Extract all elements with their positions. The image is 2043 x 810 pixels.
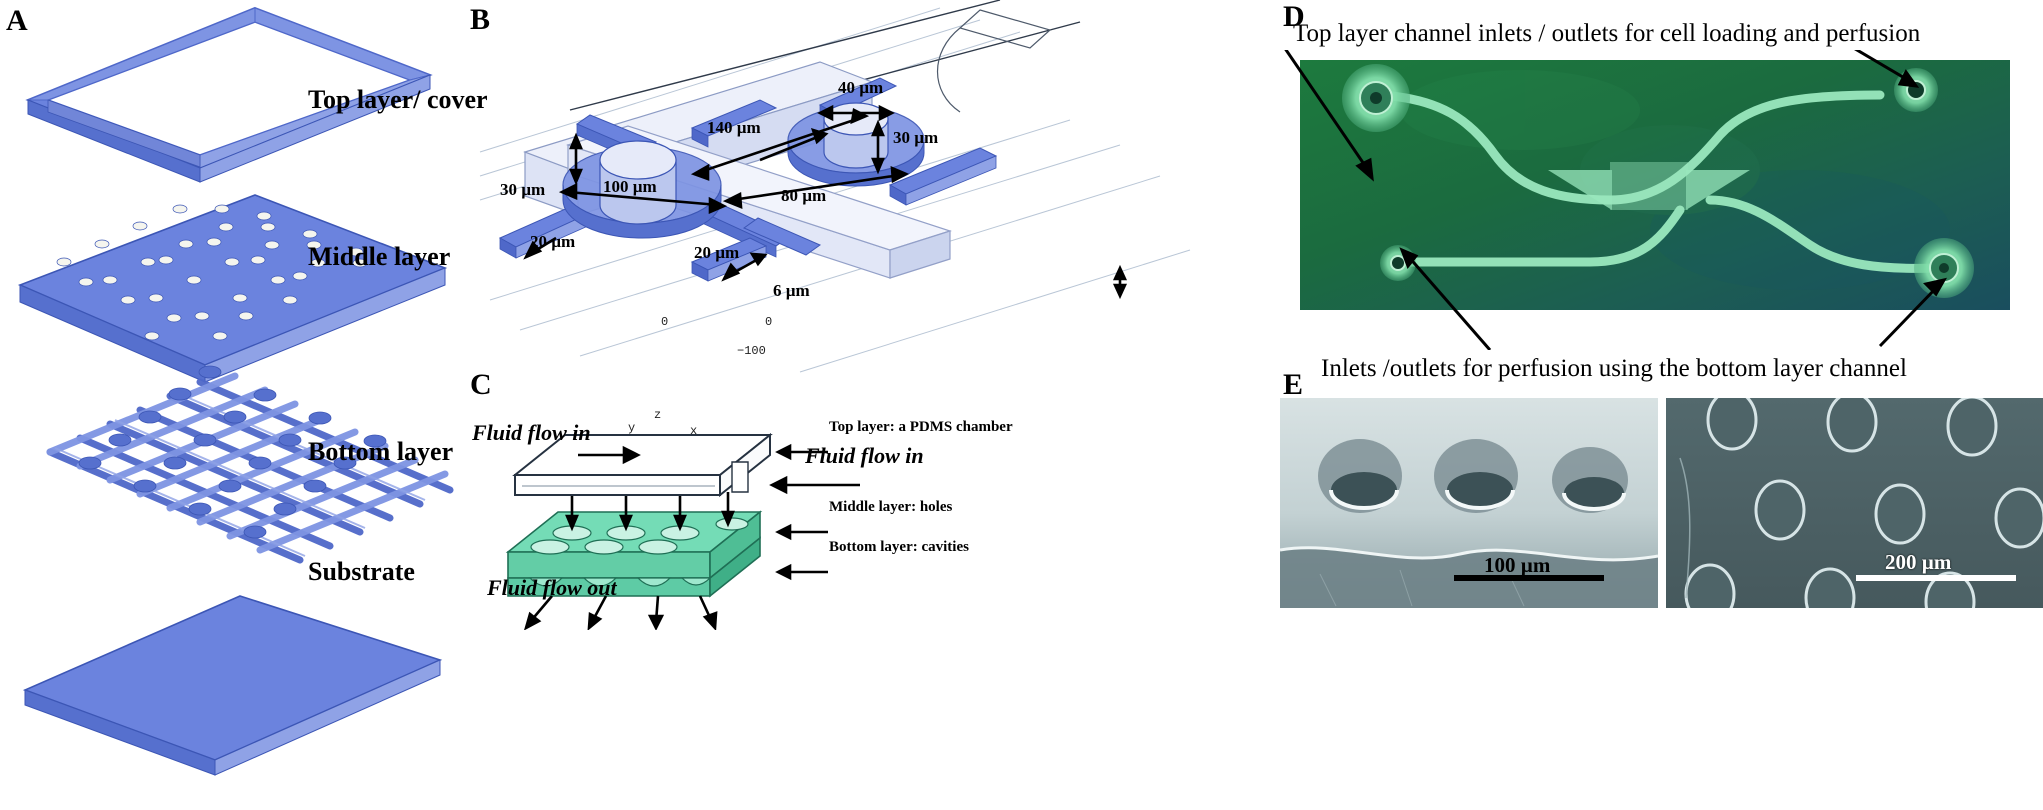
panel-a-graphic <box>17 6 454 776</box>
panel-e-right-sem <box>1666 398 2043 608</box>
label-top-layer: Top layer/ cover <box>308 85 488 114</box>
scalebar-left-label: 100 µm <box>1484 553 1551 577</box>
panel-d-micrograph <box>1284 50 2010 350</box>
dim-cavity-diameter: 100 µm <box>603 177 657 196</box>
scalebar-right <box>1856 575 2016 581</box>
panel-a-bottom-layer-shape <box>46 365 454 564</box>
dim-channel-width-left: 20 µm <box>530 232 576 251</box>
dim-channel-width-right: 20 µm <box>694 243 740 262</box>
panel-d-top-caption: Top layer channel inlets / outlets for c… <box>1293 20 1921 47</box>
label-bottom-layer: Bottom layer <box>308 437 454 466</box>
panel-c-top-chamber <box>512 432 773 498</box>
axis-label-z: z <box>654 408 662 422</box>
panel-letter-d: D <box>1283 0 1305 33</box>
axis-label-y: y <box>628 421 636 435</box>
panel-a-substrate-shape <box>22 595 443 776</box>
panel-a-top-layer-shape <box>25 6 433 183</box>
panel-a-middle-layer-shape <box>17 194 448 383</box>
panel-b-graphic <box>479 0 1191 373</box>
panel-letter-a: A <box>6 4 28 37</box>
panel-letter-c: C <box>470 368 492 401</box>
panel-letter-b: B <box>470 3 491 36</box>
panel-c-graphic <box>505 432 860 630</box>
scalebar-right-label: 200 µm <box>1885 550 1952 574</box>
label-middle-layer: Middle layer <box>308 242 451 271</box>
dim-pore-height: 30 µm <box>893 128 939 147</box>
label-substrate: Substrate <box>308 557 415 586</box>
axis-tick-zero-right: 0 <box>765 315 773 329</box>
axis-label-x: x <box>690 424 698 438</box>
axis-tick-minus-hundred: −100 <box>737 344 766 358</box>
dim-channel-height: 30 µm <box>500 180 546 199</box>
label-fluid-flow-in-right: Fluid flow in <box>805 443 924 468</box>
panel-letter-e: E <box>1283 368 1304 401</box>
panel-e-sem-images <box>1280 398 2043 608</box>
callout-bottom-layer: Bottom layer: cavities <box>829 539 969 555</box>
callout-middle-layer: Middle layer: holes <box>829 499 953 515</box>
panel-c-bottom-layer <box>507 536 761 598</box>
label-fluid-flow-in-left: Fluid flow in <box>472 420 591 445</box>
axis-tick-zero-left: 0 <box>661 315 669 329</box>
panel-d-bottom-caption: Inlets /outlets for perfusion using the … <box>1321 355 1907 382</box>
scalebar-left <box>1454 575 1604 581</box>
dim-cavity-spacing: 80 µm <box>781 186 827 205</box>
dim-bottom-channel-height: 6 µm <box>773 281 810 300</box>
callout-top-layer: Top layer: a PDMS chamber <box>829 419 1013 435</box>
dim-pore-top-diameter: 40 µm <box>838 78 884 97</box>
panel-b-left-post <box>498 99 791 259</box>
label-fluid-flow-out: Fluid flow out <box>487 575 617 600</box>
dim-post-pitch: 140 µm <box>707 118 761 137</box>
